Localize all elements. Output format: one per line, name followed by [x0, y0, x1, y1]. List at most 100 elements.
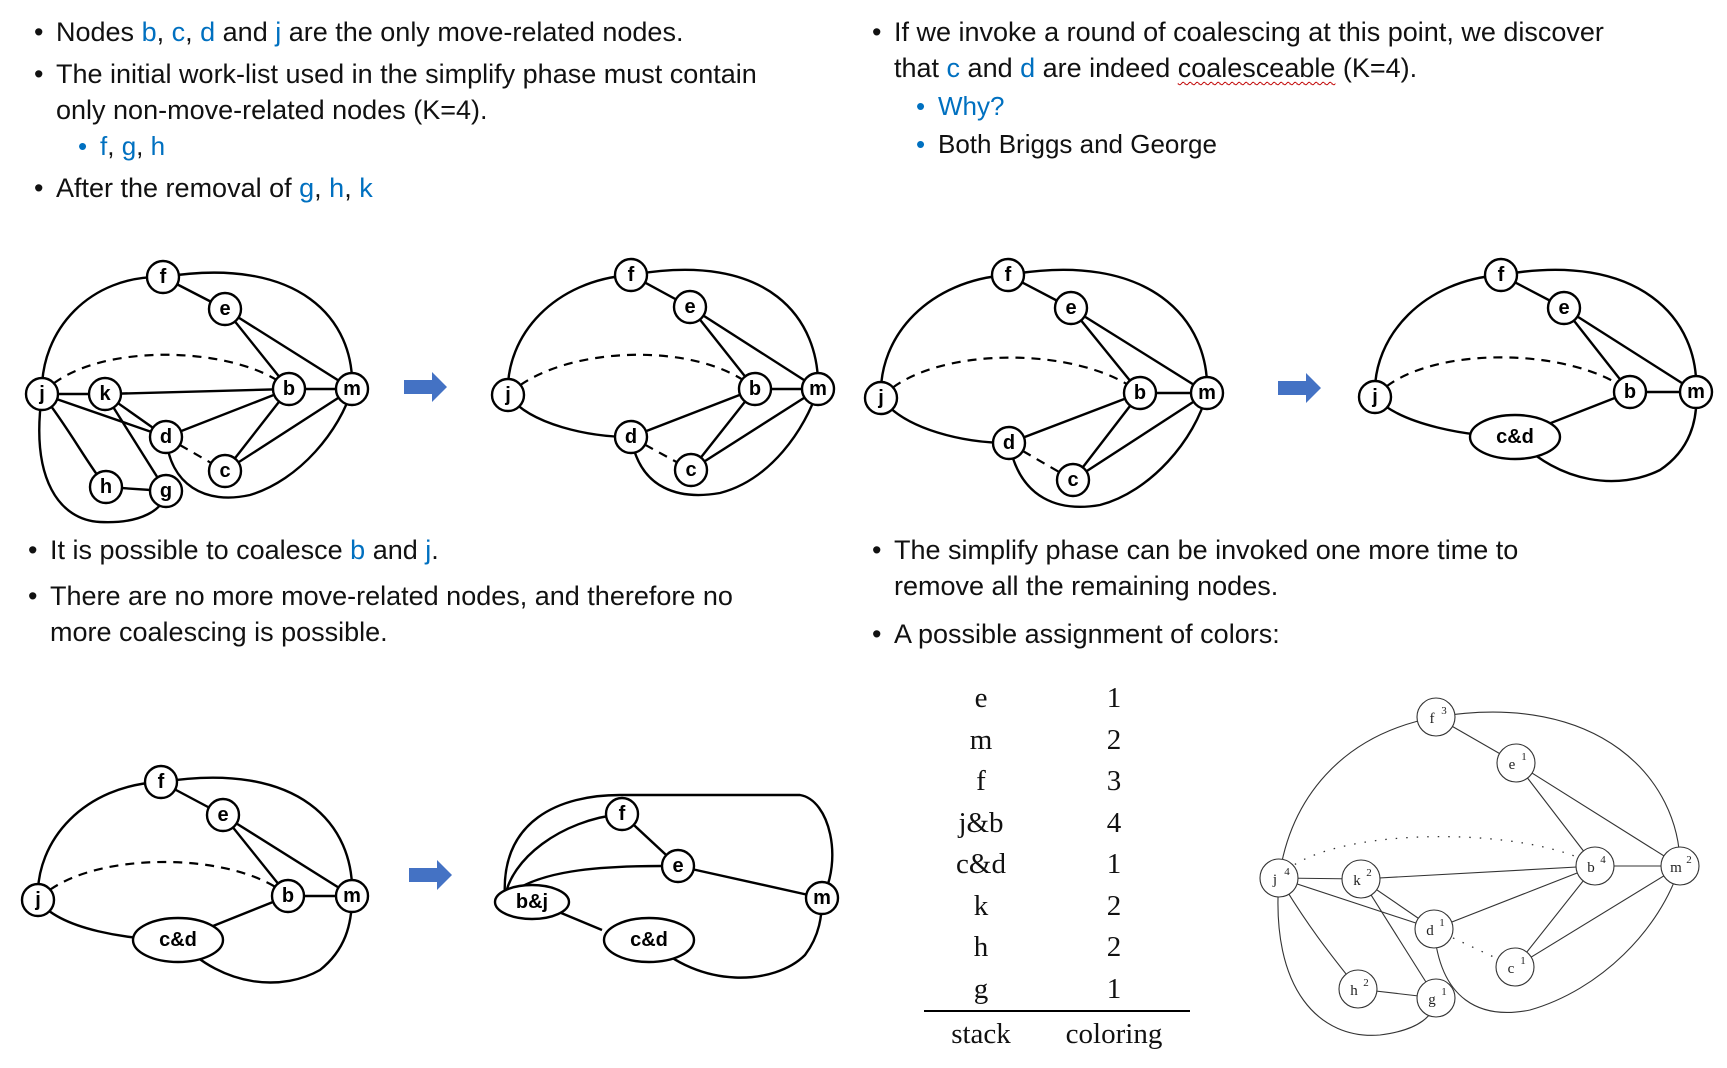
- edge-cd-m: [649, 897, 824, 979]
- node-label: m: [1198, 382, 1216, 404]
- node-label: b: [1587, 860, 1595, 876]
- node-color: 2: [1363, 977, 1369, 989]
- text: f: [100, 131, 108, 161]
- stack-cell: f: [976, 765, 986, 798]
- node-label: b: [749, 378, 761, 400]
- node-label: e: [1509, 757, 1516, 773]
- stack-cell: c&d: [956, 848, 1006, 881]
- footer-coloring: coloring: [1065, 1017, 1163, 1050]
- node-label: d: [1003, 432, 1015, 454]
- bullet-simplify-again: The simplify phase can be invoked one mo…: [872, 532, 1672, 604]
- node-label: d: [1426, 923, 1434, 939]
- node-color: 1: [1521, 751, 1527, 763]
- edge-c-m: [1072, 391, 1208, 482]
- node-label: k: [1353, 873, 1361, 889]
- edge-b-c: [690, 388, 756, 471]
- edge-bj-f: [503, 812, 623, 899]
- text: h: [150, 131, 166, 161]
- node-color: 4: [1284, 866, 1290, 878]
- node-f: f: [143, 764, 179, 800]
- edge-f-j: [1278, 716, 1437, 879]
- node-j: j: [1357, 379, 1393, 415]
- text: k: [359, 173, 373, 203]
- edge-f-m: [1435, 711, 1681, 867]
- text: b: [350, 535, 366, 565]
- node-label: f: [160, 266, 167, 288]
- node-f: f: [990, 257, 1026, 293]
- sub-bullet-briggs-george: Both Briggs and George: [916, 126, 1722, 162]
- node-d: d: [991, 425, 1027, 461]
- node-label: e: [1065, 297, 1076, 319]
- edge-j-h: [1278, 877, 1359, 990]
- node-label: f: [619, 803, 626, 825]
- node-label: h: [100, 476, 112, 498]
- edge-j-d: [1278, 877, 1435, 930]
- edge-e-b: [222, 814, 289, 897]
- edge-e-b: [1070, 307, 1141, 394]
- node-color: 2: [1366, 867, 1372, 879]
- edge-c-m: [1514, 865, 1681, 968]
- node-c: c: [207, 453, 243, 489]
- node-color: 3: [1441, 705, 1447, 717]
- text: and: [960, 53, 1021, 83]
- text: and: [215, 17, 276, 47]
- node-bj: b&j: [493, 883, 571, 921]
- stack-cell: m: [969, 723, 993, 756]
- bullet-initial-worklist: The initial work-list used in the simpli…: [34, 56, 834, 128]
- text: (K=4).: [1335, 53, 1418, 83]
- text: ,: [107, 131, 122, 161]
- edge-b-c: [1514, 865, 1596, 968]
- node-label: k: [99, 383, 111, 405]
- text: ,: [156, 17, 172, 47]
- text-line: If we invoke a round of coalescing at th…: [894, 17, 1604, 47]
- node-color: 4: [1600, 854, 1606, 866]
- graph-cd-coalesced: f e j b m c&d: [1357, 257, 1714, 483]
- node-label: m: [809, 378, 827, 400]
- bullet-no-more-move: There are no more move-related nodes, an…: [28, 578, 828, 650]
- edge-cd-m: [177, 895, 354, 984]
- node-label: j: [504, 384, 511, 406]
- edge-d-b: [165, 387, 290, 439]
- node-e: e: [207, 291, 243, 327]
- node-c: c: [1055, 462, 1091, 498]
- edge-k-g: [103, 393, 168, 492]
- node-label: f: [1005, 264, 1012, 286]
- edge-d-b: [630, 387, 756, 439]
- node-label: m: [343, 378, 361, 400]
- arrow-right-icon: [1278, 373, 1321, 403]
- text-line: There are no more move-related nodes, an…: [50, 581, 733, 611]
- top-left-bullets: Nodes b, c, d and j are the only move-re…: [34, 14, 834, 206]
- edge-d-c-move: [1008, 442, 1074, 481]
- edge-j-d: [41, 392, 167, 439]
- edge-e-m: [1070, 306, 1208, 395]
- edge-f-j: [506, 273, 632, 396]
- node-e: e: [205, 797, 241, 833]
- node-c: c: [673, 452, 709, 488]
- node-label: e: [672, 855, 683, 877]
- text: ,: [185, 17, 201, 47]
- text: Both Briggs and George: [938, 129, 1217, 159]
- node-f: f: [604, 796, 640, 832]
- text: h: [329, 173, 345, 203]
- text: g: [299, 173, 315, 203]
- stack-cell: e: [974, 682, 988, 715]
- node-label: d: [625, 426, 637, 448]
- node-label: j: [1371, 386, 1378, 408]
- mid-left-bullets: It is possible to coalesce b and j. Ther…: [28, 532, 828, 650]
- edge-d-m: [1433, 865, 1681, 1013]
- edge-d-c-move: [630, 436, 692, 471]
- node-label: f: [628, 264, 635, 286]
- text: coalesceable: [1177, 53, 1336, 83]
- node-label: c&d: [630, 929, 668, 951]
- edge-j-b-move: [1278, 835, 1596, 879]
- edge-b-c: [224, 388, 290, 472]
- edge-d-b: [1008, 391, 1141, 445]
- edge-e-m: [222, 813, 353, 898]
